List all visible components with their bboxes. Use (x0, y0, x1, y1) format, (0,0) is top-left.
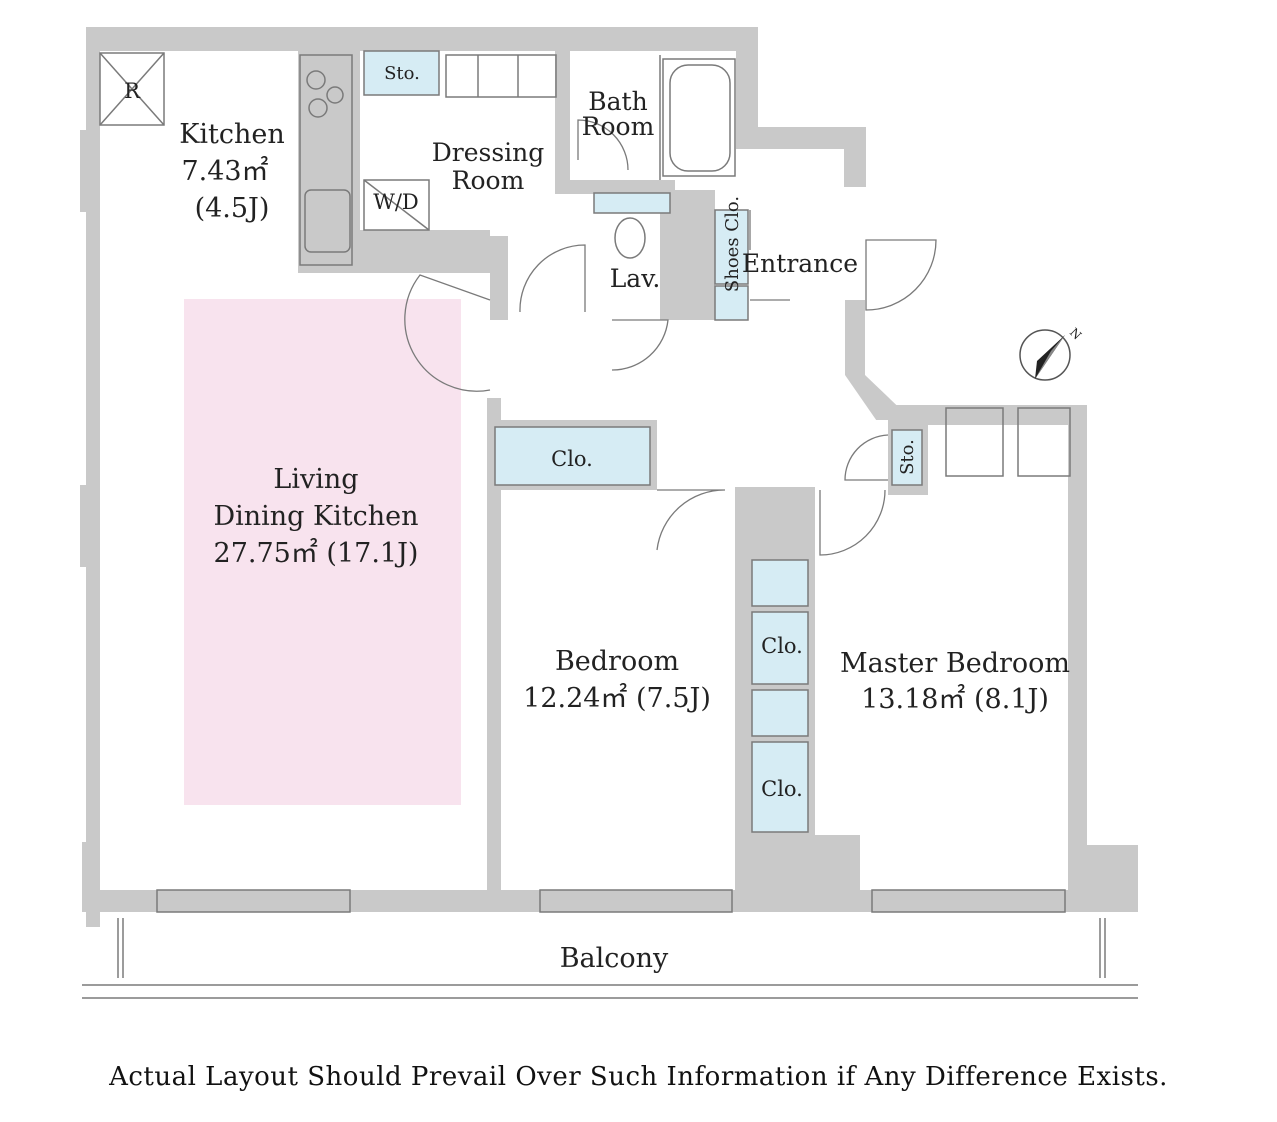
closet-mid-label: Clo. (761, 634, 803, 658)
living-line3: 27.75㎡ (17.1J) (214, 538, 419, 569)
master-bedroom-name: Master Bedroom (840, 648, 1070, 679)
kitchen-area: 7.43㎡ (181, 156, 268, 187)
kitchen-name: Kitchen (179, 119, 285, 150)
shoes-closet-label: Shoes Clo. (722, 196, 743, 292)
compass-letter: N (1067, 325, 1084, 342)
storage-right-label: Sto. (897, 439, 918, 475)
refrigerator-label: R (124, 79, 141, 103)
north-arrow-icon: N (1019, 325, 1084, 381)
bath-line2: Room (582, 112, 655, 141)
bedroom-name: Bedroom (555, 646, 679, 677)
fixtures (82, 52, 1138, 999)
bath-line1: Bath (588, 87, 647, 116)
washer-label: W/D (373, 190, 419, 214)
kitchen-tatami: (4.5J) (195, 193, 270, 224)
lavatory-label: Lav. (610, 264, 661, 293)
balcony-label: Balcony (560, 943, 669, 974)
bedroom-area: 12.24㎡ (7.5J) (523, 683, 711, 714)
dressing-line2: Room (452, 166, 525, 195)
room-labels: R Kitchen 7.43㎡ (4.5J) Sto. W/D Dressing… (124, 63, 1070, 974)
disclaimer-text: Actual Layout Should Prevail Over Such I… (109, 1062, 1168, 1092)
closet-low-label: Clo. (761, 777, 803, 801)
living-line2: Dining Kitchen (213, 501, 418, 532)
closet-top-label: Clo. (551, 447, 593, 471)
dressing-line1: Dressing (432, 138, 545, 167)
storage-top-label: Sto. (384, 63, 420, 84)
storage-blocks (363, 50, 923, 833)
entrance-label: Entrance (742, 249, 858, 278)
door-swings (404, 119, 937, 556)
living-highlight (184, 299, 461, 805)
master-bedroom-area: 13.18㎡ (8.1J) (861, 684, 1049, 715)
living-line1: Living (273, 464, 358, 495)
